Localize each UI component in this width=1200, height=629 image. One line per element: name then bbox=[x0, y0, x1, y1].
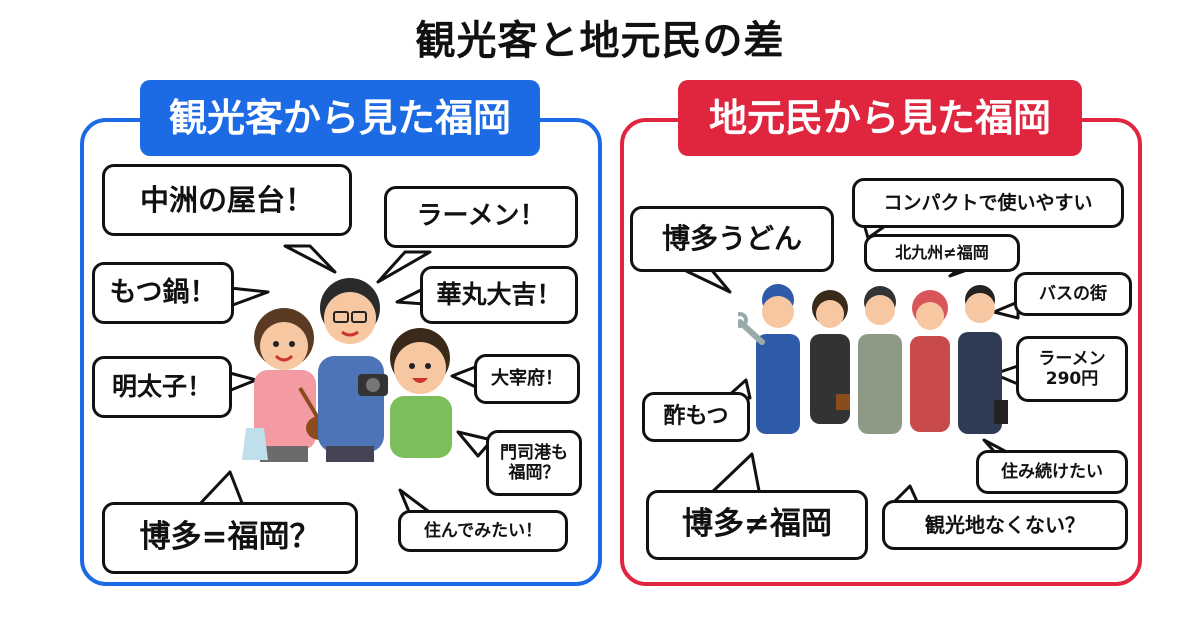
bubble-mojiko: 門司港も 福岡？ bbox=[486, 430, 582, 496]
tourist-panel-title: 観光客から見た福岡 bbox=[140, 80, 540, 156]
bubble-kitakyushu-not-fukuoka: 北九州≠福岡 bbox=[864, 234, 1020, 272]
bubble-bus-city: バスの街 bbox=[1014, 272, 1132, 316]
bubble-motsunabe: もつ鍋！ bbox=[92, 262, 234, 324]
bubble-want-to-stay: 住み続けたい bbox=[976, 450, 1128, 494]
bubble-no-sightseeing: 観光地なくない？ bbox=[882, 500, 1128, 550]
page-title: 観光客と地元民の差 bbox=[415, 18, 785, 64]
local-panel-title: 地元民から見た福岡 bbox=[678, 80, 1082, 156]
bubble-hakata-equals-fukuoka: 博多=福岡？ bbox=[102, 502, 358, 574]
bubble-mentaiko: 明太子！ bbox=[92, 356, 232, 418]
bubble-nakasu-yatai: 中洲の屋台！ bbox=[102, 164, 352, 236]
bubble-hakata-not-fukuoka: 博多≠福岡 bbox=[646, 490, 868, 560]
bubble-hakata-udon: 博多うどん bbox=[630, 206, 834, 272]
bubble-sumotsu: 酢もつ bbox=[642, 392, 750, 442]
bubble-compact: コンパクトで使いやすい bbox=[852, 178, 1124, 228]
bubble-dazaifu: 大宰府！ bbox=[474, 354, 580, 404]
bubble-ramen-price: ラーメン 290円 bbox=[1016, 336, 1128, 402]
bubble-ramen: ラーメン！ bbox=[384, 186, 578, 248]
bubble-want-to-live: 住んでみたい！ bbox=[398, 510, 568, 552]
bubble-hanamaru-daikichi: 華丸大吉！ bbox=[420, 266, 578, 324]
